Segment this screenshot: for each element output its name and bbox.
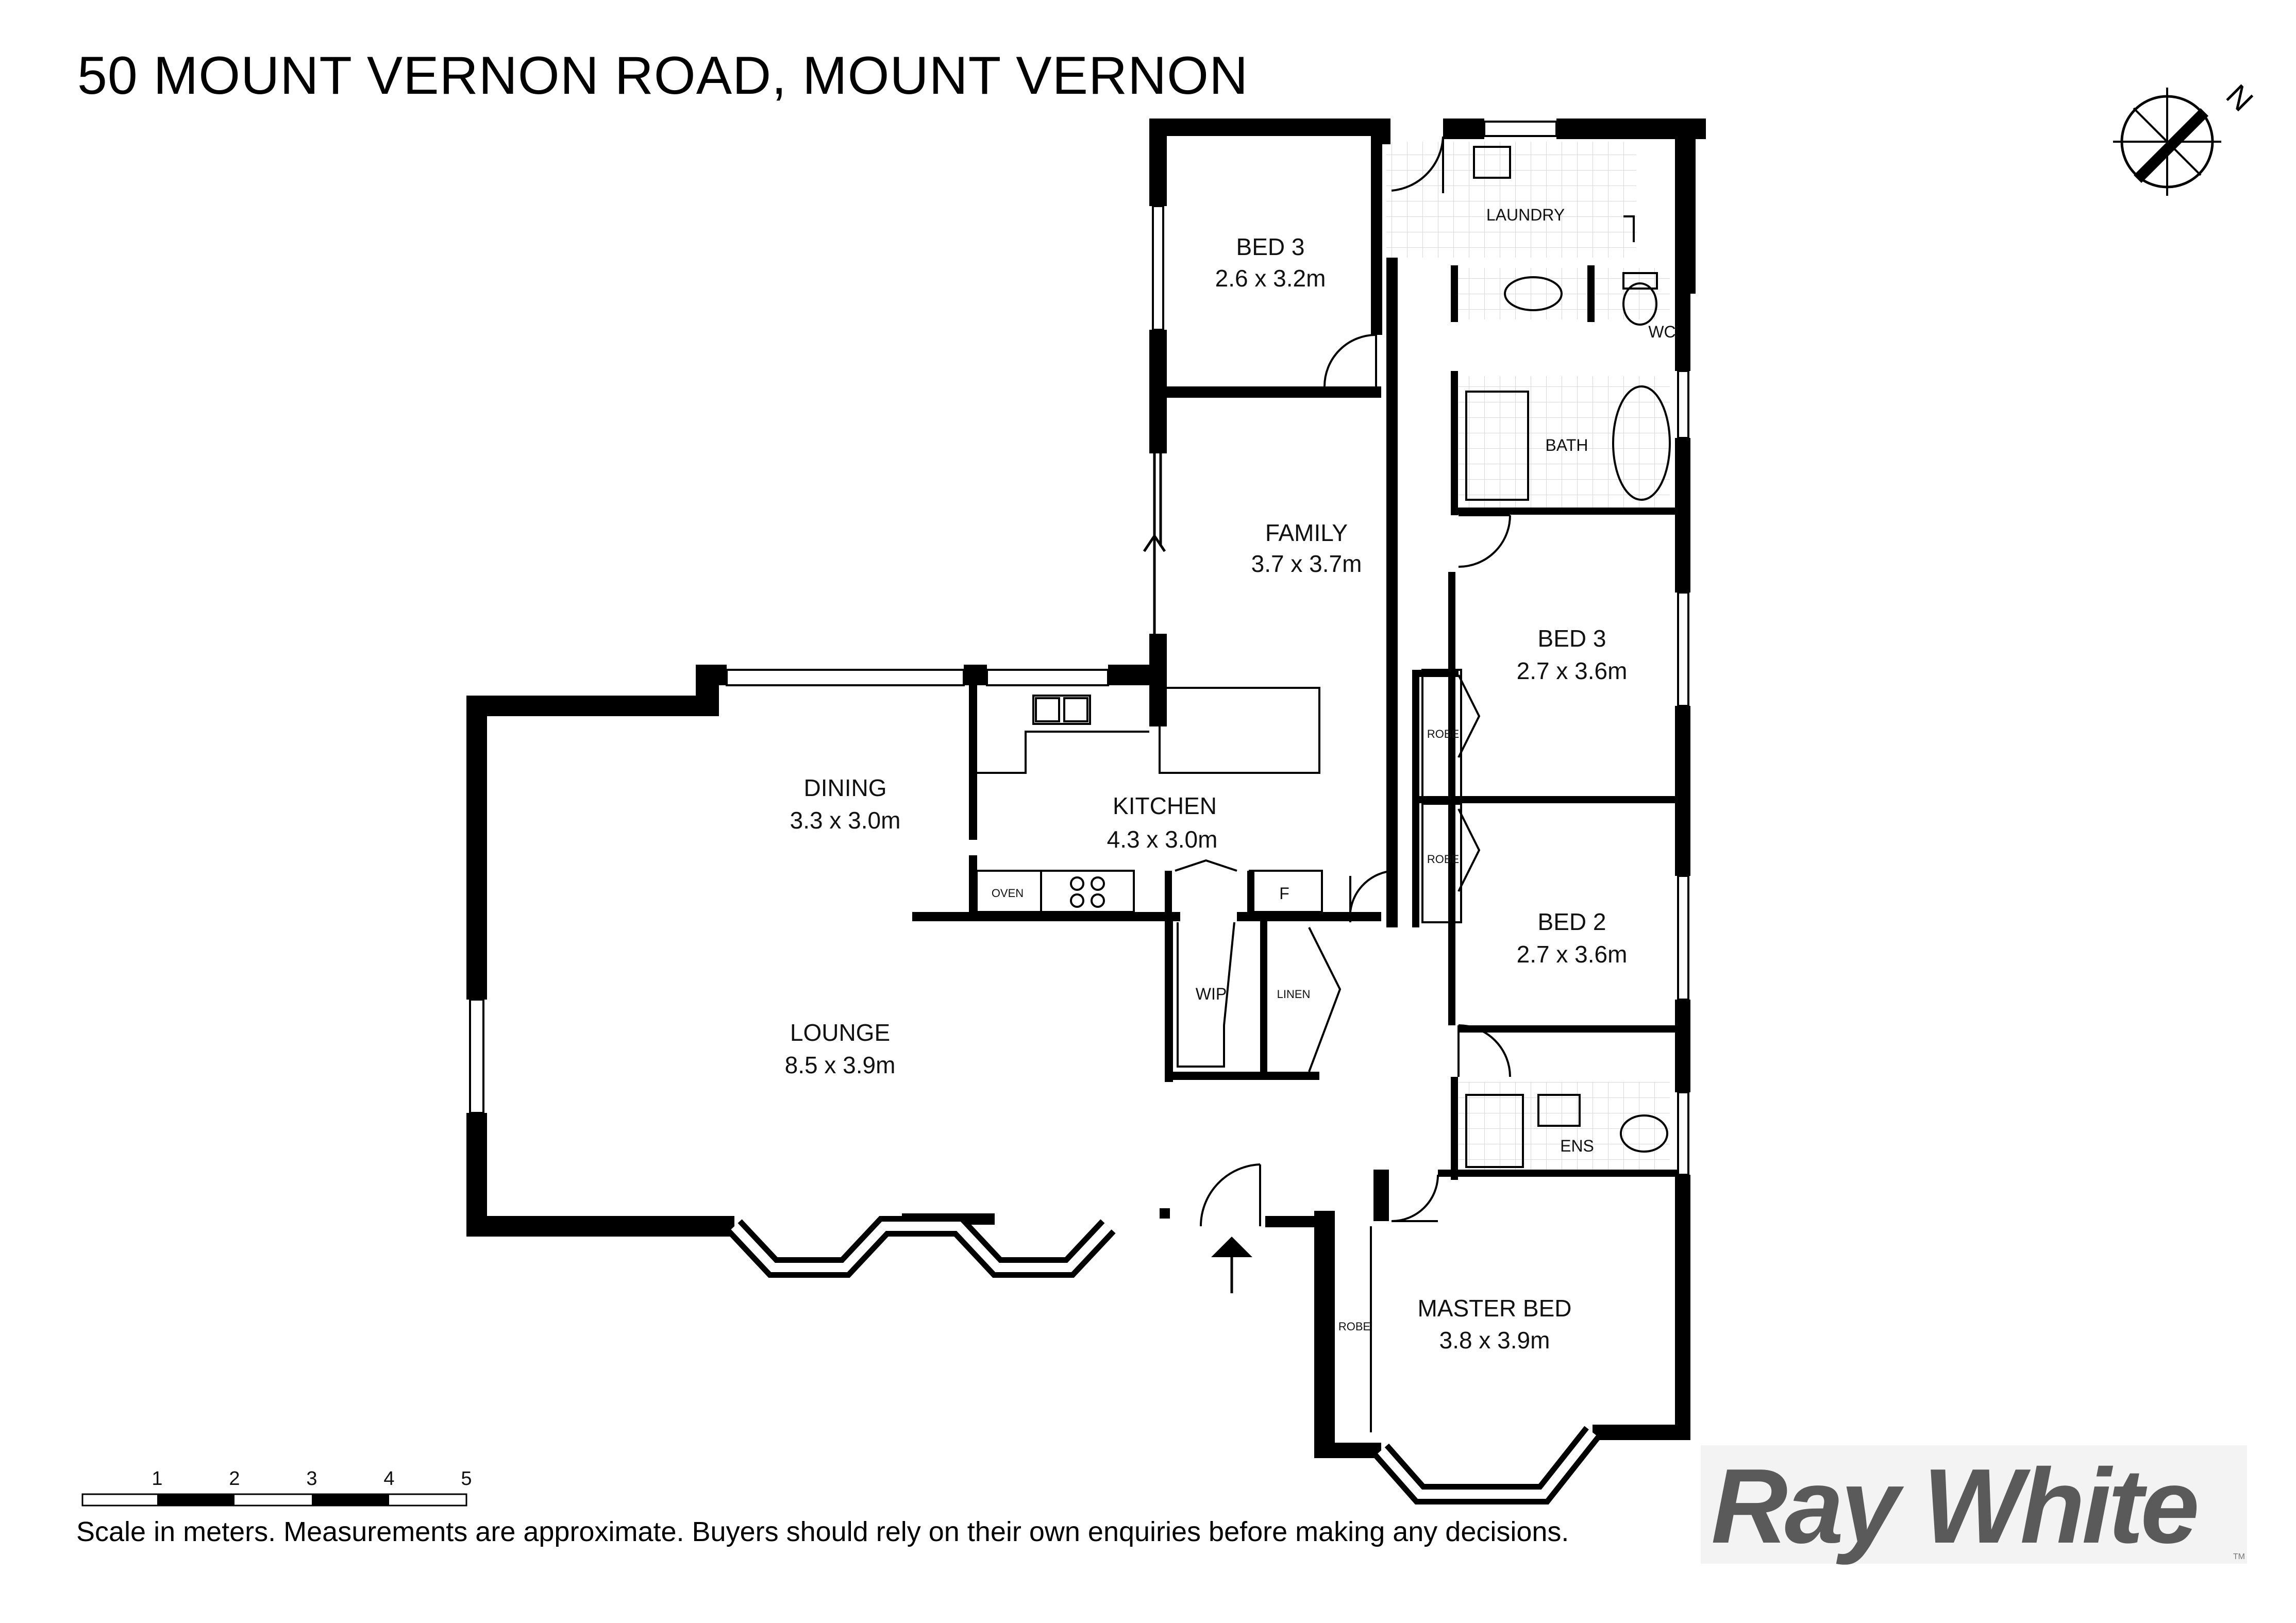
disclaimer-text: Scale in meters. Measurements are approx… — [76, 1516, 1569, 1547]
compass-north-label: N — [2220, 78, 2260, 118]
room-name-lounge: LOUNGE — [790, 1019, 890, 1046]
room-dims-bed3-mid: 2.7 x 3.6m — [1517, 657, 1628, 684]
room-name-master: MASTER BED — [1417, 1295, 1571, 1322]
room-name-bed2: BED 2 — [1538, 908, 1606, 935]
fixtures — [976, 146, 1671, 1432]
ens-label: ENS — [1560, 1137, 1594, 1155]
room-dims-kitchen: 4.3 x 3.0m — [1107, 826, 1218, 853]
room-name-dining: DINING — [804, 774, 887, 801]
room-dims-bed2: 2.7 x 3.6m — [1517, 941, 1628, 968]
fridge-label: F — [1279, 884, 1289, 903]
room-dims-dining: 3.3 x 3.0m — [790, 807, 901, 834]
room-name-wc: WC — [1648, 323, 1675, 341]
robe-label-bed2: ROBE — [1427, 853, 1459, 866]
room-name-bed3-top: BED 3 — [1236, 233, 1305, 260]
compass-icon: N — [2113, 78, 2260, 196]
room-dims-lounge: 8.5 x 3.9m — [785, 1052, 896, 1078]
wip-label: WIP — [1196, 985, 1227, 1003]
room-name-laundry: LAUNDRY — [1486, 206, 1565, 224]
logo-trademark: TM — [2233, 1552, 2245, 1561]
linen-label: LINEN — [1277, 988, 1311, 1001]
scale-bar: 1 2 3 4 5 — [81, 1468, 472, 1507]
ray-white-logo: Ray White TM — [1701, 1445, 2247, 1565]
fixture-labels: OVEN F WIP LINEN ROBE ROBE ROBE ENS — [992, 728, 1594, 1333]
scale-tick-1: 1 — [152, 1468, 162, 1490]
scale-tick-2: 2 — [229, 1468, 240, 1490]
room-dims-family: 3.7 x 3.7m — [1251, 550, 1362, 577]
logo-wordmark: Ray White — [1711, 1447, 2200, 1565]
door-swings — [1175, 136, 1511, 1432]
scale-tick-4: 4 — [383, 1468, 394, 1490]
entry-arrow-icon — [1211, 1237, 1252, 1293]
room-name-bath: BATH — [1546, 436, 1588, 454]
room-labels: BED 3 2.6 x 3.2m LAUNDRY WC BATH FAMILY … — [785, 206, 1676, 1354]
room-dims-master: 3.8 x 3.9m — [1439, 1327, 1550, 1354]
room-name-family: FAMILY — [1265, 519, 1348, 546]
room-name-kitchen: KITCHEN — [1113, 792, 1217, 819]
room-dims-bed3-top: 2.6 x 3.2m — [1215, 265, 1326, 292]
room-name-bed3-mid: BED 3 — [1538, 625, 1606, 652]
tiled-floors — [1386, 142, 1670, 1170]
scale-tick-3: 3 — [306, 1468, 317, 1490]
bay-windows — [727, 1216, 1601, 1504]
windows — [469, 121, 1689, 1176]
robe-label-bed3: ROBE — [1427, 728, 1459, 740]
oven-label: OVEN — [992, 887, 1024, 900]
sliding-door — [1143, 453, 1166, 634]
robe-label-master: ROBE — [1338, 1320, 1370, 1333]
plan-title: 50 MOUNT VERNON ROAD, MOUNT VERNON — [77, 46, 1249, 106]
scale-tick-5: 5 — [461, 1468, 472, 1490]
walls — [466, 119, 1706, 1458]
